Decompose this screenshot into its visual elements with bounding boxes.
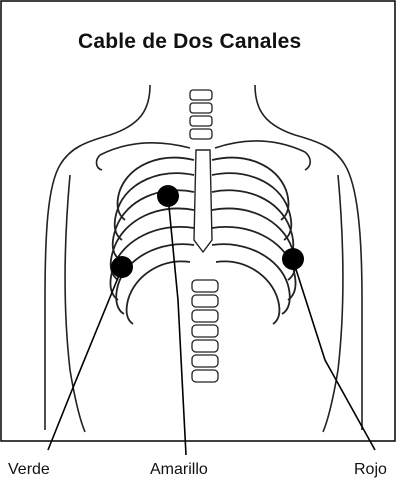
- electrode-amarillo: [157, 185, 179, 207]
- body-outline: [45, 85, 362, 432]
- diagram-title: Cable de Dos Canales: [78, 30, 301, 54]
- frame-border: [1, 1, 395, 441]
- label-rojo: Rojo: [354, 461, 387, 479]
- electrode-verde: [111, 256, 133, 278]
- label-amarillo: Amarillo: [150, 461, 208, 479]
- ribs-left: [111, 158, 194, 324]
- electrode-rojo: [282, 248, 304, 270]
- sternum: [194, 150, 212, 252]
- ribs-right: [212, 158, 295, 324]
- label-verde: Verde: [8, 461, 50, 479]
